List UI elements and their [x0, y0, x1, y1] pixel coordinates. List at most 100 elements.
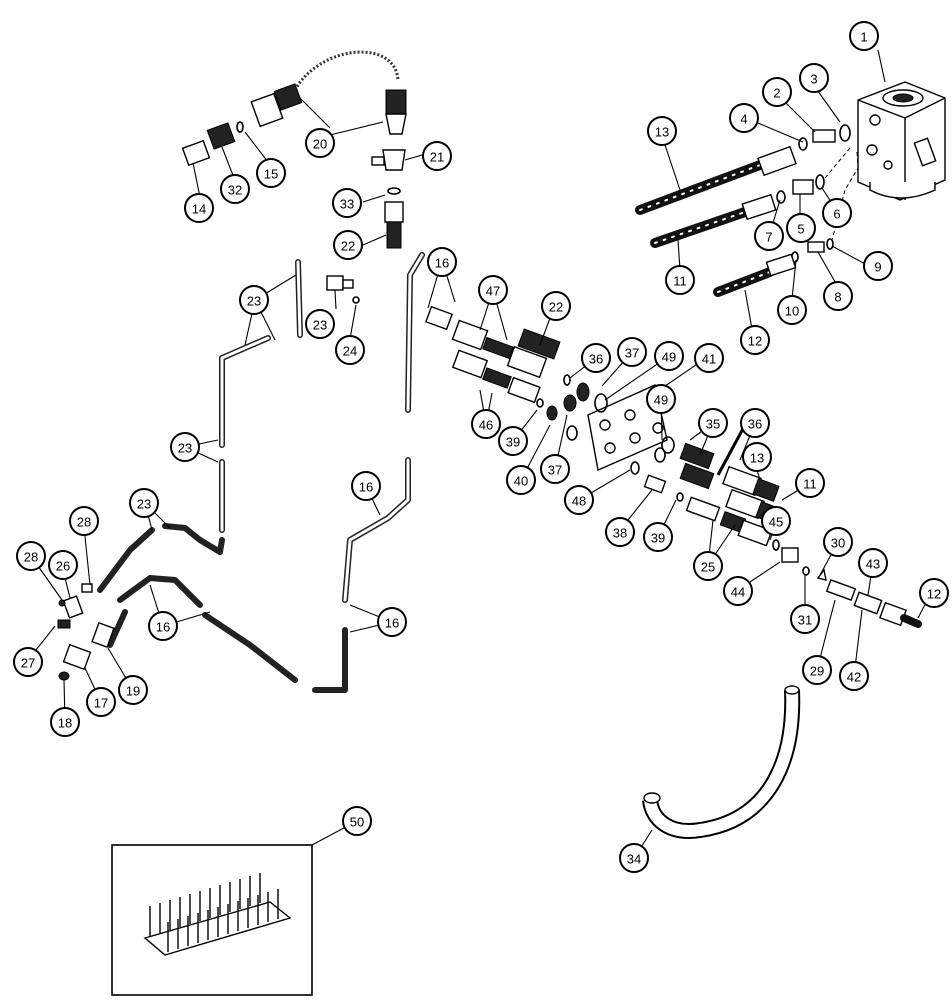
callout-32: 32	[220, 174, 250, 204]
callout-23-b: 23	[305, 309, 335, 339]
callout-22-center: 22	[541, 291, 571, 321]
fittings-14-32-15	[181, 121, 244, 167]
callout-39-b: 39	[643, 522, 673, 552]
callout-47: 47	[478, 275, 508, 305]
callout-40: 40	[506, 465, 536, 495]
callout-5: 5	[786, 213, 816, 243]
svg-text:46: 46	[479, 418, 493, 433]
callout-49-a: 49	[654, 341, 684, 371]
callout-33: 33	[332, 188, 362, 218]
callout-48: 48	[564, 485, 594, 515]
callout-24: 24	[335, 335, 365, 365]
svg-text:49: 49	[662, 350, 676, 365]
svg-text:11: 11	[803, 477, 817, 492]
svg-text:19: 19	[126, 684, 140, 699]
svg-text:14: 14	[192, 202, 206, 217]
svg-text:39: 39	[506, 435, 520, 450]
svg-text:34: 34	[627, 852, 641, 867]
callout-49-b: 49	[646, 384, 676, 414]
callout-28-b: 28	[69, 506, 99, 536]
fittings-35-36	[679, 424, 747, 490]
tube-23	[97, 259, 360, 593]
svg-text:30: 30	[831, 536, 845, 551]
seals-36-37-48-49-40-39	[536, 374, 675, 475]
svg-text:10: 10	[785, 304, 799, 319]
callout-2: 2	[762, 77, 792, 107]
gauge-line-20	[250, 50, 407, 135]
svg-text:45: 45	[769, 515, 783, 530]
callout-41: 41	[694, 343, 724, 373]
svg-text:12: 12	[748, 334, 762, 349]
svg-text:37: 37	[548, 463, 562, 478]
callout-14: 14	[184, 193, 214, 223]
svg-text:16: 16	[359, 480, 373, 495]
callout-18: 18	[50, 707, 80, 737]
callout-37-b: 37	[540, 454, 570, 484]
callout-25: 25	[693, 551, 723, 581]
hose-13-upper	[635, 145, 797, 215]
svg-text:22: 22	[549, 300, 563, 315]
tube-34	[642, 685, 801, 839]
svg-text:32: 32	[228, 183, 242, 198]
svg-text:29: 29	[810, 664, 824, 679]
svg-text:8: 8	[834, 290, 841, 305]
svg-text:18: 18	[58, 716, 72, 731]
callout-4: 4	[729, 103, 759, 133]
svg-text:16: 16	[435, 256, 449, 271]
svg-text:15: 15	[264, 167, 278, 182]
svg-text:24: 24	[343, 344, 357, 359]
svg-text:16: 16	[385, 616, 399, 631]
svg-text:28: 28	[24, 550, 38, 565]
svg-text:22: 22	[341, 239, 355, 254]
callout-8: 8	[823, 281, 853, 311]
svg-text:27: 27	[21, 656, 35, 671]
callout-42: 42	[839, 661, 869, 691]
svg-text:6: 6	[833, 207, 840, 222]
callout-35: 35	[698, 408, 728, 438]
svg-text:43: 43	[866, 557, 880, 572]
callout-1: 1	[849, 21, 879, 51]
callout-28-a: 28	[16, 541, 46, 571]
callout-36-a: 36	[581, 343, 611, 373]
left-lower-fittings	[57, 583, 115, 681]
callout-23-c: 23	[170, 432, 200, 462]
hose-11-upper	[650, 193, 777, 248]
svg-text:25: 25	[701, 560, 715, 575]
svg-text:36: 36	[589, 352, 603, 367]
tee-21-fitting-22	[371, 149, 406, 249]
callout-39-a: 39	[498, 426, 528, 456]
svg-text:40: 40	[514, 474, 528, 489]
svg-text:13: 13	[655, 125, 669, 140]
svg-text:23: 23	[247, 294, 261, 309]
fittings-47-46-22	[451, 319, 561, 404]
svg-text:9: 9	[874, 260, 881, 275]
svg-text:1: 1	[860, 30, 867, 45]
svg-text:11: 11	[673, 274, 687, 289]
callout-19: 19	[118, 675, 148, 705]
callout-31: 31	[790, 604, 820, 634]
callout-29: 29	[802, 655, 832, 685]
svg-text:31: 31	[798, 613, 812, 628]
svg-text:3: 3	[810, 72, 817, 87]
lower-right-fittings	[643, 474, 922, 628]
callout-16-top: 16	[427, 247, 457, 277]
callout-21: 21	[422, 141, 452, 171]
callout-6: 6	[822, 198, 852, 228]
callout-44: 44	[723, 576, 753, 606]
hose-12-upper	[713, 253, 797, 297]
svg-text:48: 48	[572, 494, 586, 509]
callout-16-mid: 16	[351, 471, 381, 501]
svg-text:21: 21	[430, 150, 444, 165]
clip-50-inset	[111, 844, 313, 996]
callout-37-a: 37	[617, 337, 647, 367]
callout-23-d: 23	[129, 488, 159, 518]
svg-text:49: 49	[654, 393, 668, 408]
svg-text:23: 23	[313, 318, 327, 333]
svg-text:2: 2	[773, 86, 780, 101]
svg-text:35: 35	[706, 417, 720, 432]
callout-43: 43	[858, 548, 888, 578]
callout-17: 17	[86, 687, 116, 717]
svg-text:13: 13	[750, 451, 764, 466]
svg-text:44: 44	[731, 585, 745, 600]
svg-text:17: 17	[94, 696, 108, 711]
